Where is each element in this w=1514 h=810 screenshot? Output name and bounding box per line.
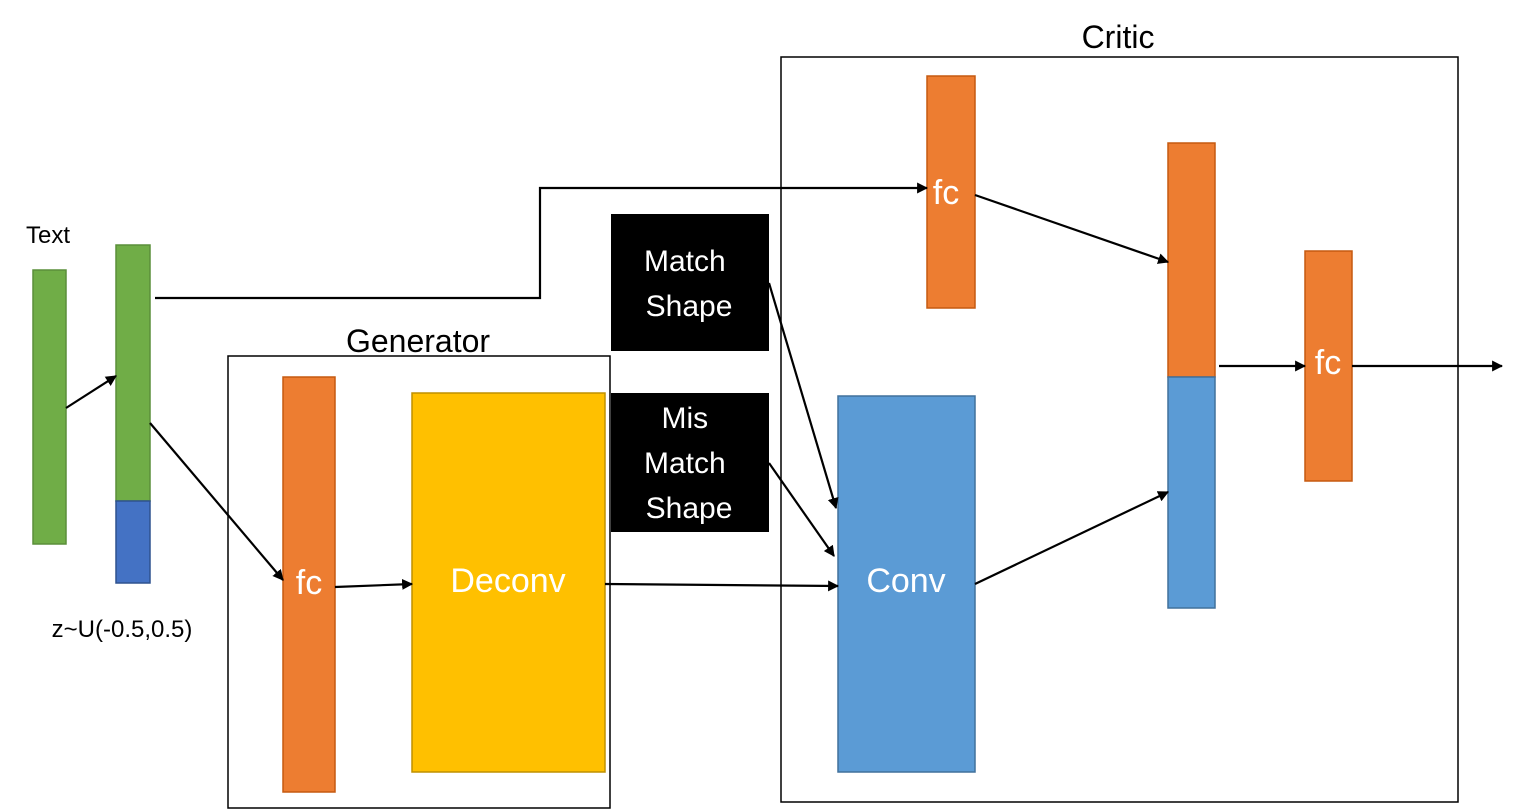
arrow-deconv-to-conv bbox=[604, 580, 840, 592]
arrow-generator-fc-to-deconv bbox=[334, 578, 414, 590]
mismatch-shape-line-1: Mis bbox=[662, 402, 709, 435]
text-input-label: Text bbox=[26, 222, 70, 249]
critic-fc-top-label: fc bbox=[933, 174, 959, 212]
arrow-embedding-to-critic-fc bbox=[155, 182, 929, 300]
text-input-bar bbox=[32, 269, 67, 545]
mismatch-shape-line-2: Match bbox=[644, 447, 726, 480]
arrow-match-shape-to-conv bbox=[767, 282, 839, 510]
deconv-label: Deconv bbox=[450, 562, 565, 600]
noise-label: z~U(-0.5,0.5) bbox=[52, 616, 193, 643]
arrow-conv-to-concat bbox=[974, 491, 1169, 585]
critic-frame bbox=[780, 56, 1459, 803]
generator-fc-block bbox=[282, 376, 336, 793]
text-embedding-bar bbox=[115, 244, 151, 502]
critic-title: Critic bbox=[1082, 19, 1155, 55]
match-shape-line-1: Match bbox=[644, 245, 726, 278]
noise-vector-bar bbox=[115, 500, 151, 584]
generator-title: Generator bbox=[346, 323, 490, 359]
mismatch-shape-line-3: Shape bbox=[646, 492, 733, 525]
match-shape-line-2: Shape bbox=[646, 290, 733, 323]
mismatch-shape-label: Mis Match Shape bbox=[644, 402, 734, 525]
deconv-block bbox=[411, 392, 606, 773]
concat-text-feature-block bbox=[1167, 142, 1216, 378]
arrow-text-to-embedding bbox=[65, 375, 117, 409]
arrow-critic-fc-to-concat bbox=[974, 193, 1170, 264]
conv-label: Conv bbox=[866, 562, 945, 600]
arrow-embedding-to-generator-fc bbox=[149, 422, 284, 581]
generator-fc-label: fc bbox=[296, 564, 322, 602]
concat-image-feature-block bbox=[1167, 376, 1216, 609]
conv-block bbox=[837, 395, 976, 773]
critic-fc-out-label: fc bbox=[1315, 344, 1341, 382]
arrow-mismatch-shape-to-conv bbox=[768, 462, 835, 557]
match-shape-box bbox=[611, 214, 769, 351]
generator-frame bbox=[227, 355, 611, 809]
critic-fc-out-block bbox=[1304, 250, 1353, 482]
match-shape-label: Match Shape bbox=[644, 245, 734, 323]
critic-fc-top-block bbox=[926, 75, 976, 309]
mismatch-shape-box bbox=[611, 393, 769, 532]
